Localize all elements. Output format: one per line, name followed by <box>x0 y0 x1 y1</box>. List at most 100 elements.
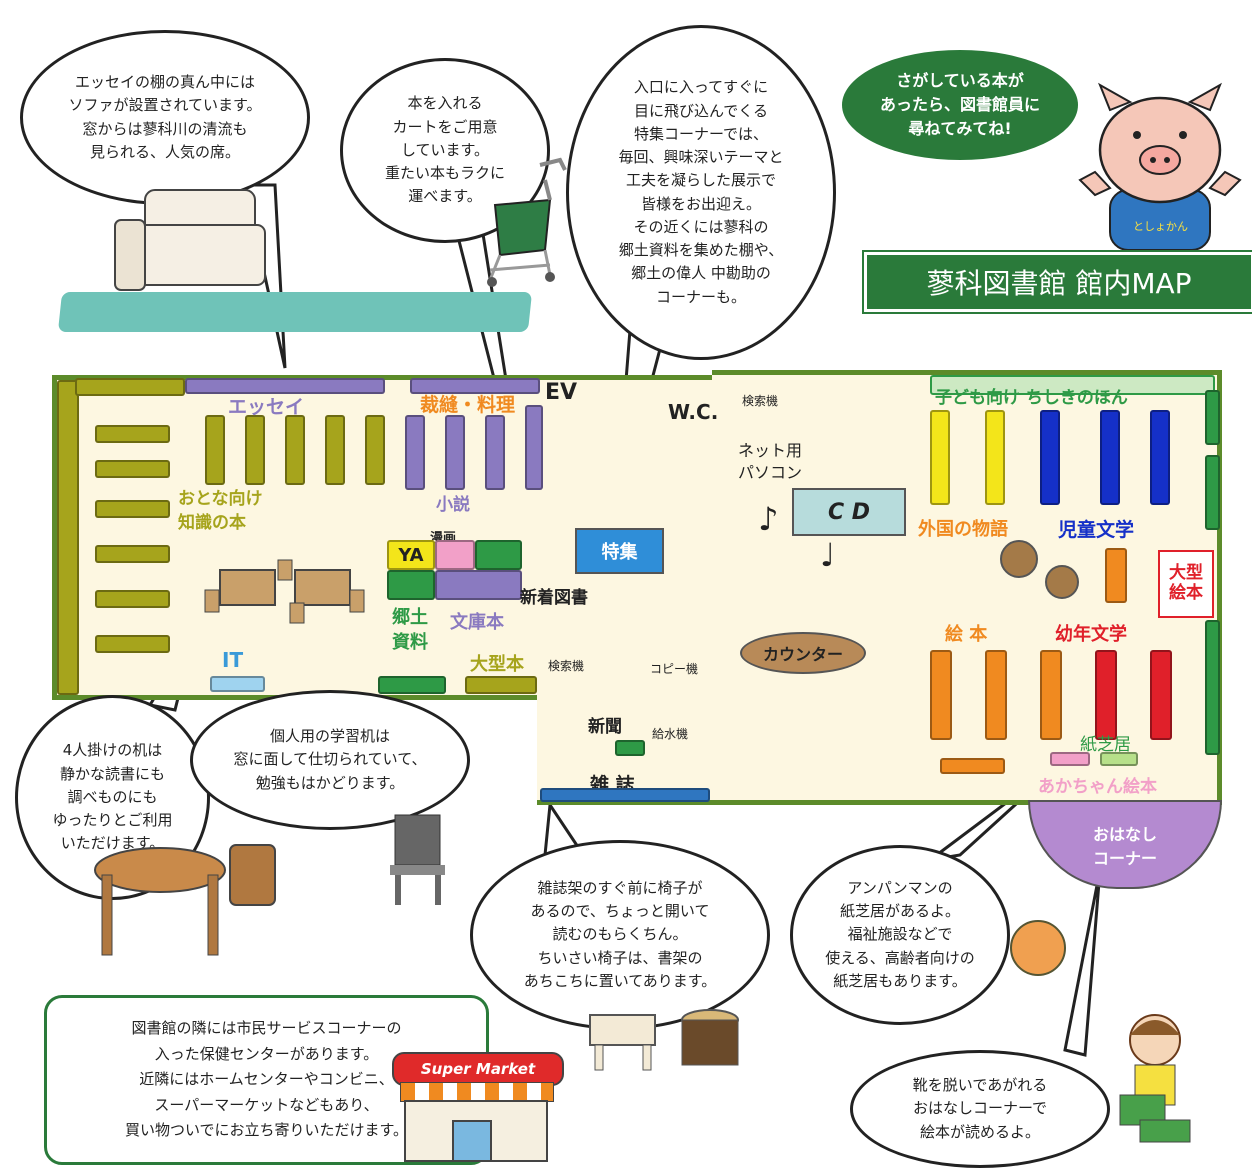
service-text: 図書館の隣には市民サービスコーナーの 入った保健センターがあります。 近隣にはホ… <box>124 1019 409 1140</box>
label-big-picture: 大型 絵本 <box>1169 563 1203 603</box>
label-cooking: 裁縫・料理 <box>420 394 516 416</box>
shelf-local-bottom <box>378 676 446 694</box>
shelf-essay-2 <box>245 415 265 485</box>
header-speech-bubble: さがしている本が あったら、図書館員に 尋ねてみてね! <box>842 50 1078 160</box>
music-note-icon: ♪ <box>758 500 779 538</box>
shelf-left-wall <box>57 380 79 695</box>
label-foreign-stories: 外国の物語 <box>918 519 1008 540</box>
supermarket-door <box>452 1120 492 1162</box>
shelf-adult-1 <box>95 425 170 443</box>
shelf-picture-1 <box>930 650 952 740</box>
label-search-pc-2: 検索機 <box>548 659 585 673</box>
shelf-picture-2 <box>985 650 1007 740</box>
shelf-ya: YA <box>387 540 435 570</box>
shelf-essay-5 <box>365 415 385 485</box>
label-essay: エッセイ <box>228 396 305 418</box>
shelf-novel-2 <box>445 415 465 490</box>
table-icon <box>204 559 365 624</box>
label-childrens-lit: 児童文学 <box>1058 519 1135 541</box>
label-ya: YA <box>398 544 424 566</box>
header-speech-text: さがしている本が あったら、図書館員に 尋ねてみてね! <box>879 71 1040 138</box>
label-bunko: 文庫本 <box>450 612 504 633</box>
pig-mascot: としょかん <box>1078 82 1242 251</box>
music-note-icon: ♩ <box>820 536 836 574</box>
label-local: 郷土 資料 <box>392 607 428 654</box>
label-search-pc-1: 検索機 <box>742 394 779 408</box>
sofa-illustration <box>114 189 266 291</box>
shelf-large-bottom <box>465 676 537 694</box>
bubble-desk: 個人用の学習机は 窓に面して仕切られていて、 勉強もはかどります。 <box>190 690 470 830</box>
shelf-adult-3 <box>95 500 170 518</box>
shelf-orange-single <box>1105 548 1127 603</box>
label-cd: C D <box>827 499 871 525</box>
label-young-lit: 幼年文学 <box>1055 624 1127 645</box>
counter: カウンター <box>740 632 866 674</box>
label-ev: EV <box>545 380 578 405</box>
shelf-picture-3 <box>1040 650 1062 740</box>
supermarket-sign: Super Market <box>392 1052 564 1086</box>
label-newspaper: 新聞 <box>588 717 622 737</box>
bubble-magazine: 雑誌架のすぐ前に椅子が あるので、ちょっと開いて 読むのもらくちん。 ちいさい椅… <box>470 840 770 1030</box>
label-copy: コピー機 <box>650 662 699 676</box>
shelf-adult-4 <box>95 545 170 563</box>
shelf-top-left <box>75 378 185 396</box>
shelf-kids-3 <box>1040 410 1060 505</box>
shelf-essay-top <box>185 378 385 394</box>
label-novel: 小説 <box>436 495 470 515</box>
desk-illustration <box>390 814 445 905</box>
bubble-ohanashi: 靴を脱いであがれる おはなしコーナーで 絵本が読めるよ。 <box>850 1050 1110 1168</box>
label-new-books: 新着図書 <box>520 588 588 608</box>
shelf-kids-1 <box>930 410 950 505</box>
shelf-kamishibai <box>1100 752 1138 766</box>
label-it: IT <box>222 648 244 672</box>
label-adult-knowledge: おとな向け 知識の本 <box>178 489 263 533</box>
supermarket-illustration: Super Market <box>392 1052 564 1164</box>
shelf-kids-top <box>930 375 1215 395</box>
map-title: 蓼科図書館 館内MAP <box>864 252 1252 312</box>
shelf-adult-6 <box>95 635 170 653</box>
bubble-feature: 入口に入ってすぐに 目に飛び込んでくる 特集コーナーでは、 毎回、興味深いテーマ… <box>566 25 836 360</box>
shelf-ya-green <box>475 540 522 570</box>
ya-block: YA <box>387 540 522 600</box>
stool-1 <box>1000 540 1038 578</box>
shelf-right-wall-2 <box>1205 455 1220 530</box>
anpanman-icon <box>1010 920 1066 976</box>
stool-2 <box>1045 565 1079 599</box>
shelf-baby-books <box>1050 752 1090 766</box>
shelf-novel-3 <box>485 415 505 490</box>
label-picture-books: 絵 本 <box>945 624 988 645</box>
stools-illustration <box>589 1009 739 1071</box>
shelf-novel-4 <box>525 405 543 490</box>
label-water: 給水機 <box>652 727 689 741</box>
shelf-novel-1 <box>405 415 425 490</box>
shelf-kids-2 <box>985 410 1005 505</box>
shelf-young-2 <box>1150 650 1172 740</box>
label-baby-books: あかちゃん絵本 <box>1038 777 1157 797</box>
map-title-text: 蓼科図書館 館内MAP <box>926 267 1192 300</box>
shelf-kids-4 <box>1100 410 1120 505</box>
cd-area: C D <box>792 488 906 536</box>
label-kamishibai: 紙芝居 <box>1080 735 1131 755</box>
shelf-adult-2 <box>95 460 170 478</box>
shelf-essay-4 <box>325 415 345 485</box>
shelf-local-top <box>387 570 435 600</box>
label-large-books: 大型本 <box>470 654 524 675</box>
shelf-right-wall-3 <box>1205 620 1220 755</box>
bubble-kamishibai: アンパンマンの 紙芝居があるよ。 福祉施設などで 使える、高齢者向けの 紙芝居も… <box>790 845 1010 1025</box>
shelf-newspaper <box>615 740 645 756</box>
big-picture-book-area: 大型 絵本 <box>1158 550 1214 618</box>
shelf-adult-5 <box>95 590 170 608</box>
label-wc: W.C. <box>668 400 719 424</box>
bubble-table: 4人掛けの机は 静かな読書にも 調べものにも ゆったりとご利用 いただけます。 <box>15 695 210 900</box>
shelf-manga <box>435 540 475 570</box>
cart-illustration <box>487 157 567 287</box>
shelf-magazines <box>540 788 710 802</box>
label-ohanashi: おはなし コーナー <box>1092 824 1157 868</box>
label-kids-knowledge: 子ども向け ちしきのほん <box>935 388 1128 408</box>
feature-area: 特集 <box>575 528 664 574</box>
shelf-picture-bottom <box>940 758 1005 774</box>
label-feature: 特集 <box>601 542 638 563</box>
shelf-right-wall-1 <box>1205 390 1220 445</box>
river <box>57 292 533 332</box>
shelf-kids-5 <box>1150 410 1170 505</box>
